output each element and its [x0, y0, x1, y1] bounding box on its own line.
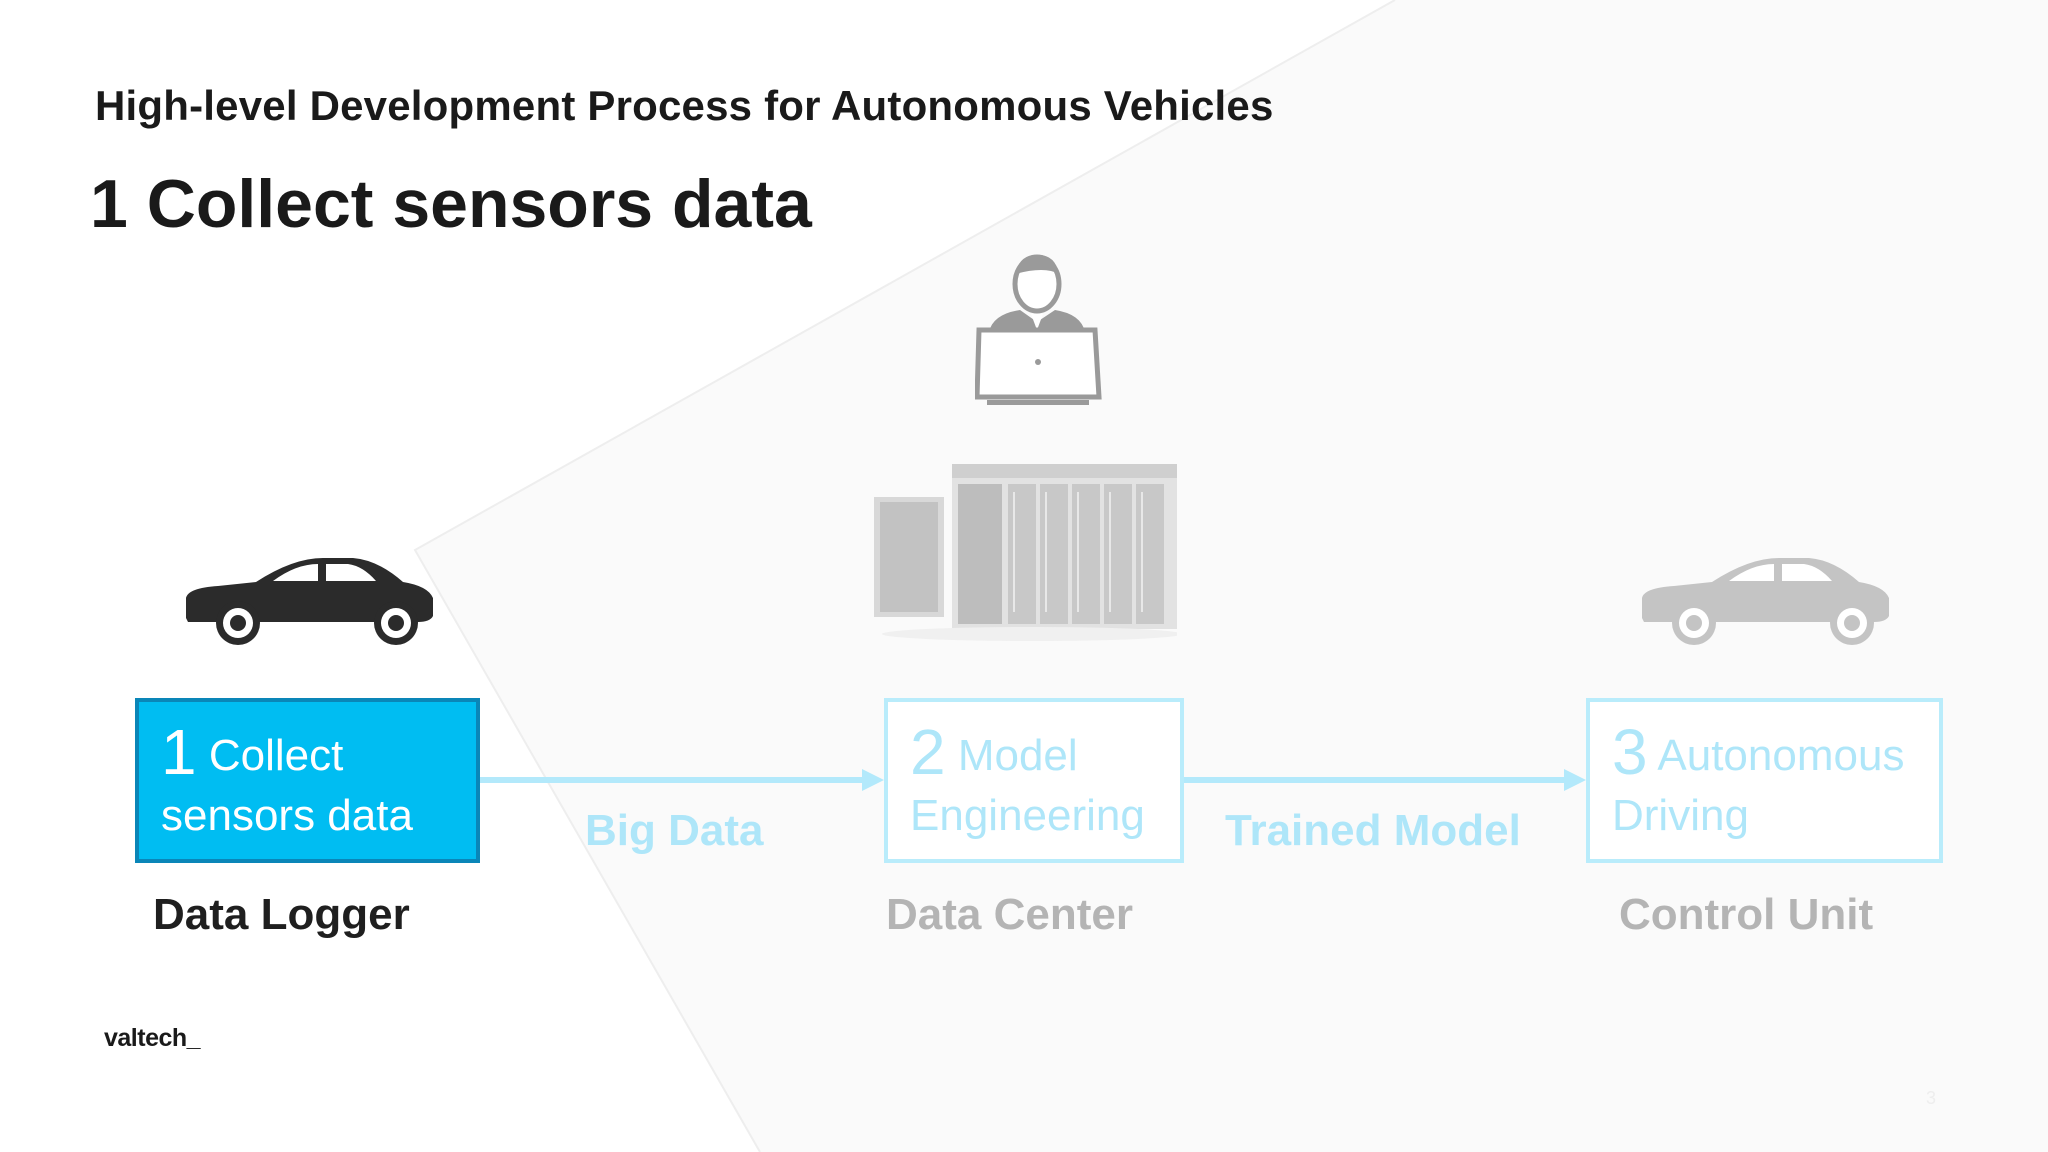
step-3-line2: Driving: [1612, 791, 1749, 840]
step-1-box: 1 Collect sensors data: [135, 698, 480, 863]
step-2-line1: Model: [957, 731, 1078, 780]
step-1-number: 1: [161, 716, 197, 788]
step-2-line2: Engineering: [910, 791, 1145, 840]
person-laptop-icon: [975, 252, 1105, 407]
page-number: 3: [1926, 1088, 1937, 1108]
step-2-box: 2 Model Engineering: [884, 698, 1184, 863]
location-data-center: Data Center: [886, 890, 1133, 939]
slide-supertitle: High-level Development Process for Auton…: [95, 82, 1274, 129]
step-3-number: 3: [1612, 716, 1648, 788]
car-icon: [1634, 548, 1894, 648]
step-3-line1: Autonomous: [1657, 731, 1905, 780]
server-rack-icon: [872, 462, 1177, 642]
step-1-line1: Collect: [208, 731, 344, 780]
valtech-logo: valtech_: [104, 1024, 201, 1052]
slide-title: 1 Collect sensors data: [90, 166, 812, 242]
flow-label-trained-model: Trained Model: [1225, 806, 1521, 855]
step-2-number: 2: [910, 716, 946, 788]
location-data-logger: Data Logger: [153, 890, 410, 939]
location-control-unit: Control Unit: [1619, 890, 1874, 939]
step-1-line2: sensors data: [161, 791, 413, 840]
car-icon: [178, 548, 438, 648]
step-3-box: 3 Autonomous Driving: [1586, 698, 1943, 863]
flow-label-big-data: Big Data: [585, 806, 764, 855]
